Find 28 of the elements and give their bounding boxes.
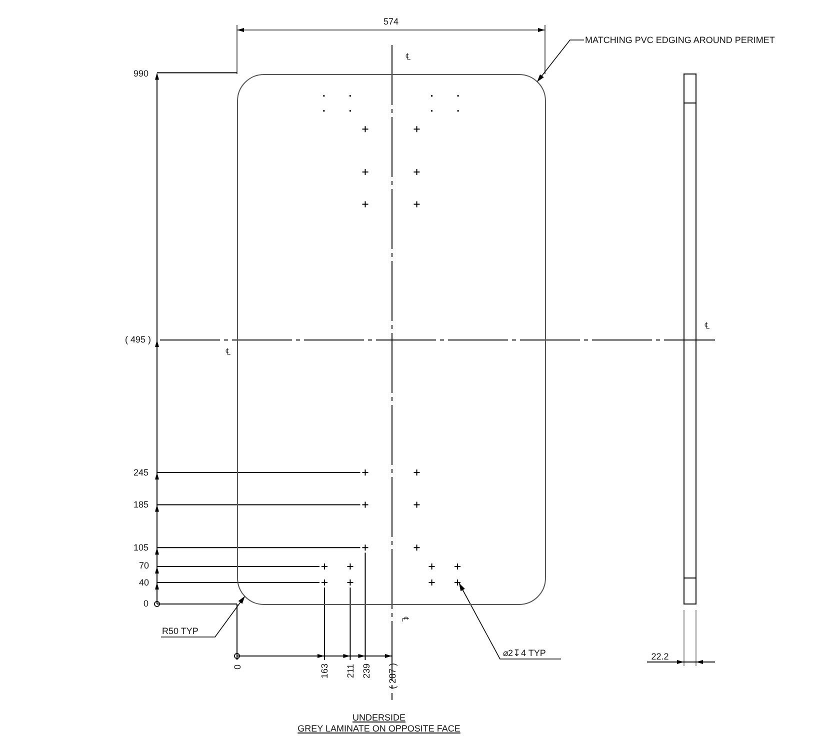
leader-line xyxy=(536,40,584,82)
leader-line xyxy=(458,582,562,660)
dimension-value: 105 xyxy=(133,544,149,552)
dimension-value: ( 495 ) xyxy=(125,336,151,344)
dimension-value: 70 xyxy=(139,562,149,570)
dimension-value: ( 287 ) xyxy=(388,663,398,689)
note-text: MATCHING PVC EDGING AROUND PERIMET xyxy=(585,36,775,45)
dimension-value: 185 xyxy=(133,500,149,510)
view-title: UNDERSIDE xyxy=(352,714,406,722)
dimension-value: 0 xyxy=(144,600,148,608)
centerline-symbol: ℄ xyxy=(400,616,410,622)
leader-line xyxy=(160,596,246,638)
dimension-value: 0 xyxy=(234,664,242,670)
dimension-value: 239 xyxy=(362,663,372,679)
view-note: GREY LAMINATE ON OPPOSITE FACE xyxy=(298,724,460,734)
centerline-symbol: ℄ xyxy=(704,322,710,330)
note-text: R50 TYP xyxy=(162,627,198,636)
dimension-value: 211 xyxy=(346,664,356,678)
centerline-symbol: ℄ xyxy=(226,348,230,356)
dimension-value: 22.2 xyxy=(651,652,669,662)
dimension-value: 990 xyxy=(133,70,149,78)
dimension-value: 163 xyxy=(320,663,330,679)
dimension-value: 40 xyxy=(139,578,149,588)
dimension-value: 574 xyxy=(383,18,399,26)
note-text: ⌀2↧4 TYP xyxy=(503,649,546,658)
centerline-symbol: ℄ xyxy=(406,52,410,62)
dimension-value: 245 xyxy=(133,468,149,478)
panel-outline xyxy=(237,74,546,605)
